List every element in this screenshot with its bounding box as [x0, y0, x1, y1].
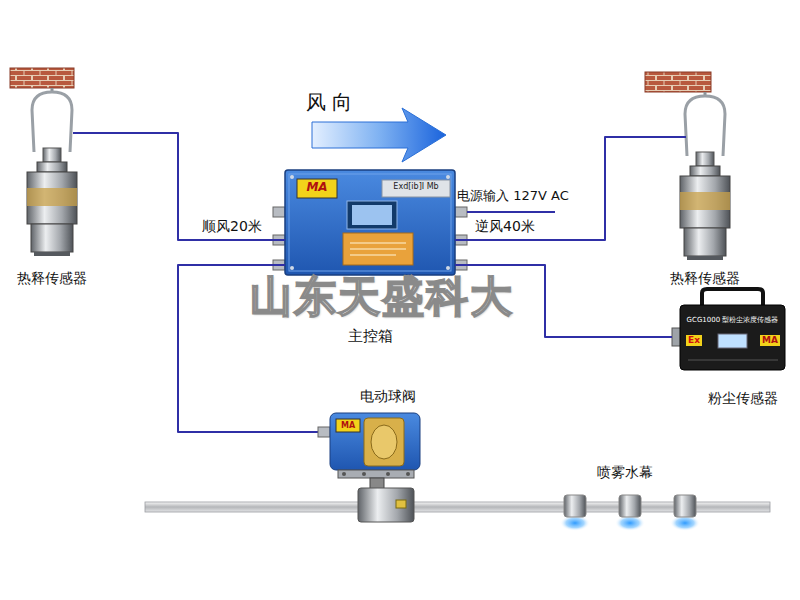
- cable-distance-label: 逆风40米: [473, 218, 537, 235]
- main-control-box: MA Exd[ib]I Mb 主控箱: [285, 170, 455, 348]
- cable-distance-label: 顺风20米: [200, 218, 264, 235]
- valve-label: 电动球阀: [360, 388, 416, 405]
- mine-safety-mark: MA: [306, 180, 327, 194]
- sensor-label: 热释传感器: [17, 270, 87, 287]
- box-label: 主控箱: [348, 327, 393, 345]
- explosion-proof-rating: Exd[ib]I Mb: [393, 182, 438, 192]
- watermark: 山东天盛科大: [250, 272, 514, 322]
- mine-safety-mark: MA: [341, 421, 355, 431]
- pyroelectric-sensor: 热释传感器: [8, 95, 96, 295]
- mine-safety-mark: MA: [760, 335, 780, 346]
- ex-mark: Ex: [686, 335, 702, 346]
- spray-curtain-label: 喷雾水幕: [597, 464, 653, 481]
- signal-cable: [96, 133, 285, 240]
- sensor-label: 热释传感器: [670, 270, 740, 287]
- motorized-ball-valve: MA 电动球阀: [310, 386, 430, 526]
- dust-sensor: GCG1000 型粉尘浓度传感器 Ex MA 粉尘传感器: [672, 286, 790, 410]
- signal-cable: [455, 137, 652, 240]
- wind-direction-label: 风 向: [306, 90, 352, 114]
- sensor-label: 粉尘传感器: [708, 390, 778, 407]
- power-input-label: 电源输入 127V AC: [457, 188, 569, 204]
- model-name: GCG1000 型粉尘浓度传感器: [687, 316, 779, 324]
- pyroelectric-sensor: 热释传感器: [652, 95, 748, 295]
